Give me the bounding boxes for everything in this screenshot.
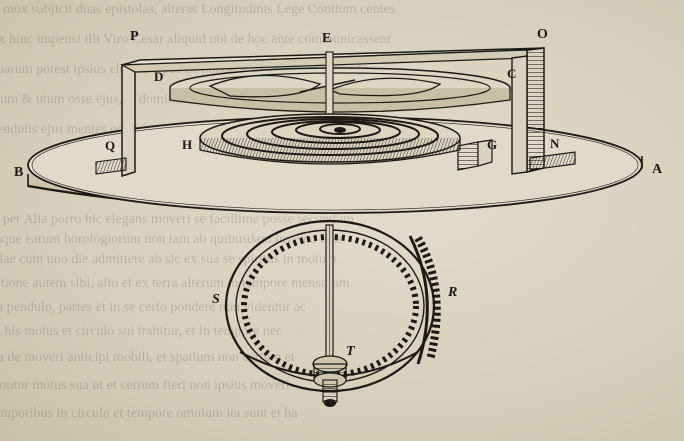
text-line: is mox subjicit duas epistolas, alteras … (0, 2, 396, 17)
label-H: H (182, 137, 193, 152)
label-S: S (212, 292, 220, 307)
text-line: A per Alia porro hic elegans moveri se f… (0, 212, 354, 227)
label-R: R (448, 285, 458, 300)
pendulum-spindle (325, 224, 334, 376)
text-line: Contur motus sua ut et certum fieri non … (0, 378, 290, 393)
label-Q: Q (105, 138, 116, 153)
text-line: Ex hinc impensi illi Viro Cesar aliquid … (0, 32, 392, 47)
label-A: A (652, 162, 663, 177)
balance-spring-upper (169, 67, 511, 113)
pinion-gear (312, 355, 348, 407)
label-N: N (550, 136, 560, 151)
label-D: D (154, 69, 164, 84)
text-line: ita de moveri anticipi mobili, et spatiu… (0, 350, 295, 365)
text-line: Jaque earum horologiorum non tam ab quib… (0, 232, 344, 247)
label-O: O (537, 27, 548, 42)
text-line: ratione autem sibi, alio et ex terra alt… (0, 276, 350, 291)
label-B: B (14, 165, 24, 180)
text-line: in his motus et circulo sui trahitur, et… (0, 324, 283, 339)
text-line: ha pendulo, partes et in se certo ponder… (0, 300, 307, 315)
label-C: C (507, 66, 517, 81)
label-G: G (487, 137, 498, 152)
spring-stud (457, 139, 493, 171)
text-line: temporibus in circulo et tempore omnium … (0, 406, 298, 421)
label-P: P (130, 29, 139, 44)
label-T: T (346, 344, 355, 359)
coiled-spring-lower (199, 113, 461, 165)
label-E: E (322, 31, 332, 46)
